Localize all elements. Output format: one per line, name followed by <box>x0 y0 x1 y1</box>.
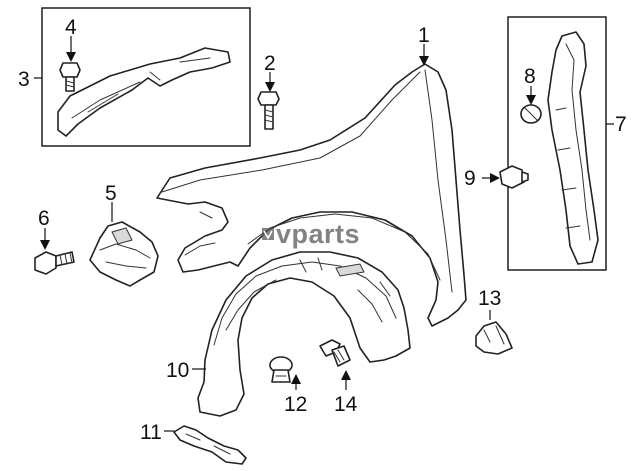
bracket-3-inset-box <box>41 7 251 147</box>
callout-11: 11 <box>140 421 162 444</box>
front-fender-part-1 <box>156 63 467 327</box>
vparts-logo: vparts <box>262 219 360 249</box>
clip-part-8 <box>520 104 542 124</box>
watermark-text: vparts <box>276 219 360 249</box>
callout-6: 6 <box>38 207 50 230</box>
callout-14: 14 <box>334 393 358 416</box>
callout-12: 12 <box>284 393 307 416</box>
callout-4: 4 <box>65 16 77 39</box>
bolt-part-2 <box>257 91 280 130</box>
callout-2: 2 <box>264 52 276 75</box>
clip-part-12 <box>269 356 293 383</box>
bolt-part-4 <box>59 62 81 92</box>
fender-liner-part-10 <box>197 251 411 417</box>
bolt-part-6 <box>34 251 75 275</box>
callout-8: 8 <box>524 65 536 88</box>
seal-part-7 <box>547 31 599 265</box>
callout-10: 10 <box>166 359 189 382</box>
clip-part-9 <box>499 165 529 189</box>
pad-part-13 <box>475 321 513 355</box>
callout-3: 3 <box>18 68 30 91</box>
callout-5: 5 <box>105 182 117 205</box>
lower-bracket-part-11 <box>173 425 247 465</box>
fender-bracket-part-3 <box>57 47 231 137</box>
leader-lines <box>34 36 614 432</box>
seal-7-inset-box <box>507 16 607 271</box>
callout-7: 7 <box>615 113 627 136</box>
screw-part-14 <box>319 339 351 367</box>
bracket-part-5 <box>89 221 159 287</box>
callout-1: 1 <box>418 24 430 47</box>
callout-13: 13 <box>478 287 501 310</box>
callout-labels: 1 2 3 4 5 6 7 8 9 10 11 12 13 14 <box>18 16 627 444</box>
callout-9: 9 <box>464 167 476 190</box>
